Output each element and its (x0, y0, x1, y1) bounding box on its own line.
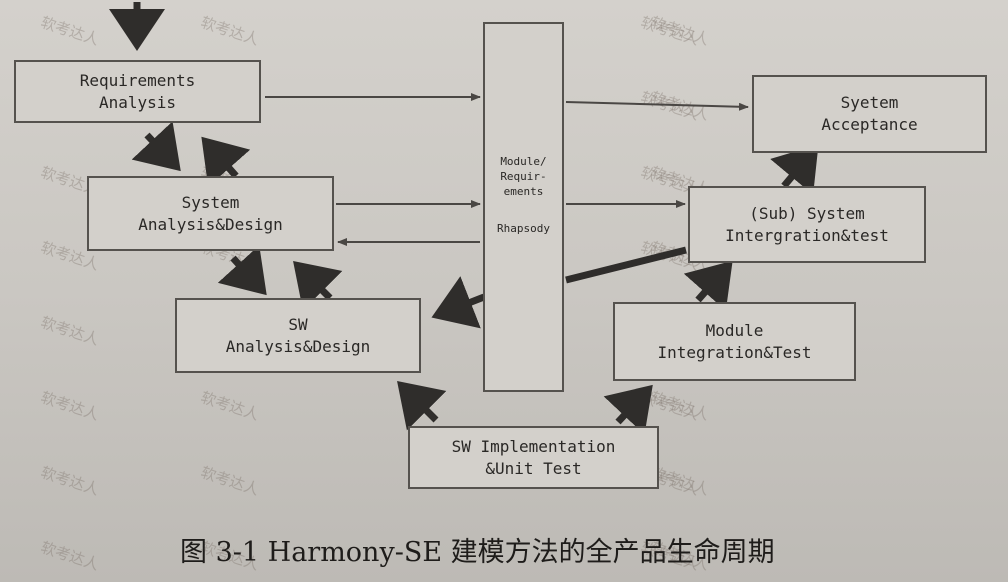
arrow-sw-to-sysdesign (293, 261, 343, 311)
arrow-sysdesign-to-req (201, 136, 251, 187)
thin-arrows (265, 93, 749, 246)
box-module-requirements-rhapsody: Module/ Requir- ements Rhapsody (483, 22, 564, 392)
box-label: Analysis&Design (225, 336, 371, 356)
box-label: Syetem (840, 93, 899, 112)
box-label: Module/ (500, 155, 547, 168)
box-label: ements (503, 185, 544, 198)
box-label: Requir- (500, 170, 547, 183)
box-module-integration-test: Module Integration&Test (613, 302, 856, 381)
box-label: SW (288, 314, 308, 334)
arrow-module-to-subsystem (683, 260, 733, 311)
arrow-sysdesign-to-sw (217, 245, 267, 296)
figure-caption: 图 3-1 Harmony-SE 建模方法的全产品生命周期 (180, 537, 775, 568)
box-label: (Sub) System (749, 203, 865, 223)
box-sw-analysis-design: SW Analysis&Design (175, 298, 421, 373)
box-label: Integration&Test (657, 342, 812, 362)
arrow-req-to-sysdesign (131, 121, 181, 172)
arrow-subsystem-to-acceptance (770, 144, 819, 195)
box-sw-implementation-unit-test: SW Implementation &Unit Test (408, 426, 659, 489)
arrow-center-to-acceptance (565, 101, 749, 111)
box-system-analysis-design: System Analysis&Design (87, 176, 334, 251)
box-label: Acceptance (821, 115, 918, 134)
box-label: Rhapsody (497, 222, 550, 235)
box-label: Intergration&test (725, 225, 889, 245)
box-label: Analysis&Design (138, 214, 283, 234)
box-label: Analysis (98, 92, 177, 112)
box-label: Module (705, 320, 764, 340)
arrow-center-to-sw (431, 276, 486, 329)
box-label: System (181, 192, 240, 212)
box-label: SW Implementation (451, 436, 616, 456)
arrow-impl-to-sw (397, 381, 447, 431)
box-label: Requirements (79, 70, 196, 90)
box-requirements-analysis: Requirements Analysis (14, 60, 261, 123)
thick-arrows (109, 2, 819, 435)
line-subsystem-to-center (565, 246, 687, 284)
arrow-impl-to-module (603, 384, 653, 435)
box-label: &Unit Test (485, 458, 582, 478)
box-system-acceptance: Syetem Acceptance (752, 75, 987, 153)
box-subsystem-integration-test: (Sub) System Intergration&test (688, 186, 926, 263)
